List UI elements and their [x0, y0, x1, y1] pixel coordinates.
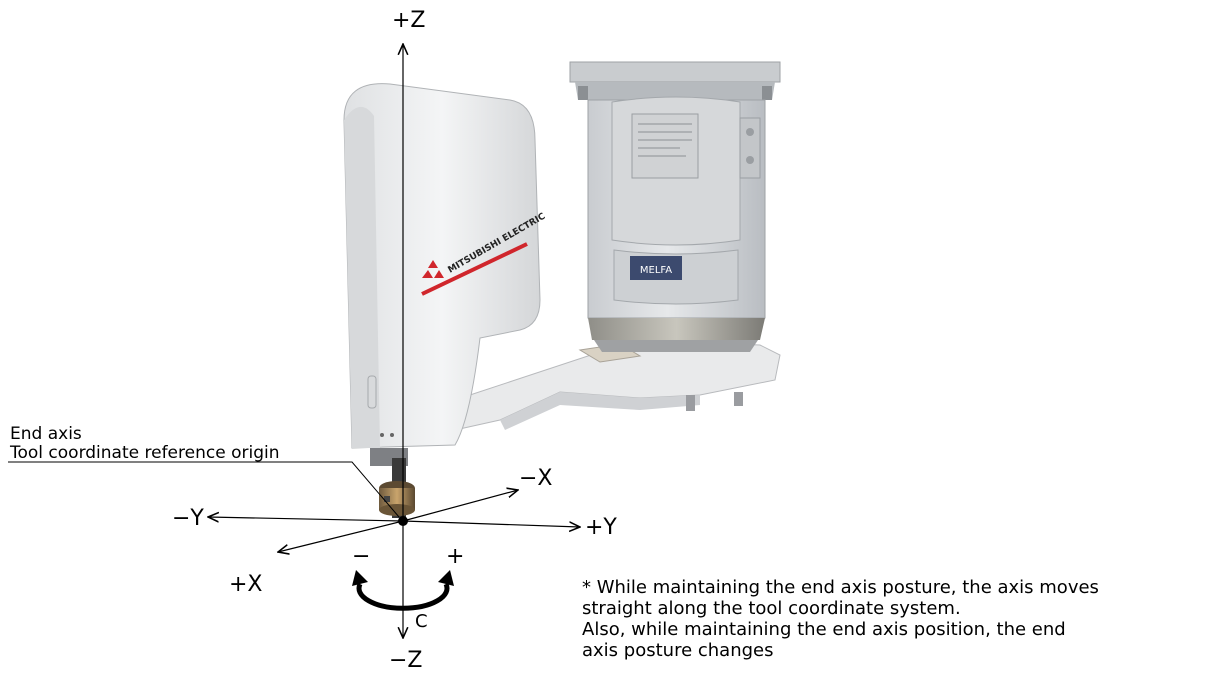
side-connector	[739, 117, 761, 179]
robot-illustration: MELFA MITSUBISHI ELECTRIC	[343, 61, 781, 518]
minus-y-label: −Y	[172, 506, 204, 531]
callout-end-axis: End axis	[10, 424, 82, 444]
minus-z-label: −Z	[389, 648, 423, 673]
plus-x-axis-arrow	[278, 520, 404, 552]
arm-foot-2	[734, 392, 743, 406]
tool-coordinate-system	[8, 44, 580, 638]
note-line-2: straight along the tool coordinate syste…	[582, 598, 961, 619]
bolt-1	[578, 86, 588, 100]
melfa-badge	[630, 256, 682, 280]
minus-y-axis-arrow	[208, 517, 404, 521]
column-gear-ring	[588, 318, 765, 340]
warning-label	[631, 113, 699, 179]
front-housing-side	[344, 106, 380, 448]
callout-leader-line	[8, 461, 400, 518]
top-flange	[569, 61, 781, 83]
bolt-2	[762, 86, 772, 100]
tool-origin-point	[398, 516, 408, 526]
rotation-c-label: C	[415, 611, 428, 632]
column-ring-shadow	[594, 340, 758, 352]
plus-y-axis-arrow	[402, 520, 580, 527]
plus-x-label: +X	[229, 572, 263, 597]
plus-z-label: +Z	[392, 8, 426, 33]
note-line-4: axis posture changes	[582, 640, 774, 661]
minus-x-axis-arrow	[402, 490, 518, 522]
rotation-plus-label: +	[446, 544, 465, 569]
plus-y-label: +Y	[585, 515, 617, 540]
arm-foot-1	[686, 395, 695, 411]
front-housing	[343, 83, 541, 449]
rotation-arrowhead-right	[438, 570, 454, 586]
note-line-3: Also, while maintaining the end axis pos…	[582, 619, 1066, 640]
melfa-badge-text: MELFA	[640, 265, 672, 276]
top-flange-underside	[575, 82, 775, 100]
note-line-1: * While maintaining the end axis posture…	[582, 577, 1099, 598]
explanation-note: * While maintaining the end axis posture…	[582, 577, 1202, 661]
lower-arm-shadow	[500, 392, 700, 430]
rotation-c-arc	[352, 570, 454, 611]
rotation-minus-label: −	[352, 544, 371, 569]
housing-indicator	[367, 375, 377, 409]
minus-x-label: −X	[519, 466, 553, 491]
callout-tool-origin: Tool coordinate reference origin	[10, 443, 280, 463]
brand-stripe	[421, 242, 528, 296]
rotation-arrowhead-left	[352, 570, 368, 586]
